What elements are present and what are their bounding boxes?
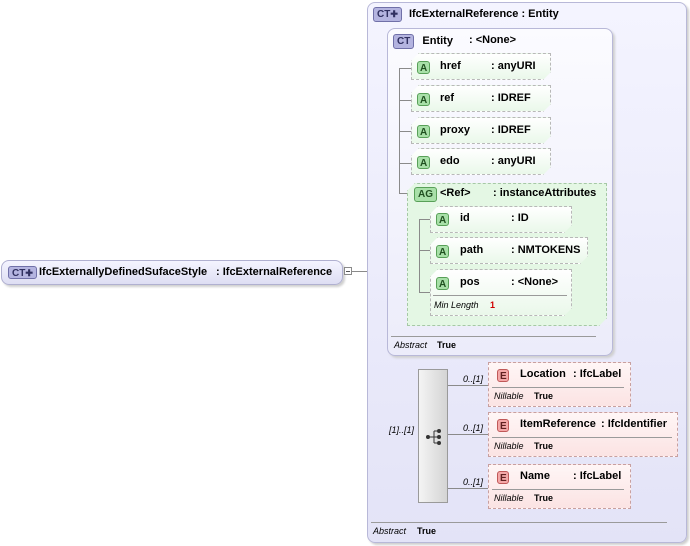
attribute-proxy: A proxy : IDREF	[411, 117, 551, 144]
entity-connector-group	[399, 193, 409, 194]
element-badge-icon: E	[497, 419, 509, 432]
facet-value: 1	[490, 300, 496, 310]
attribute-name: proxy	[440, 124, 470, 136]
entity-abstract-label: Abstract	[394, 340, 428, 350]
complex-type-badge-icon: CT✚	[373, 7, 402, 22]
main-complex-type[interactable]: CT✚ IfcExternallyDefinedSufaceStyle : If…	[1, 260, 343, 285]
attribute-group-header: AG <Ref> : instanceAttributes	[414, 187, 596, 202]
attribute-name: id	[460, 212, 470, 224]
sequence-icon	[426, 429, 441, 445]
element-name: Location	[520, 368, 566, 380]
attribute-badge-icon: A	[417, 156, 430, 169]
attribute-ref: A ref : IDREF	[411, 85, 551, 112]
nillable-label: Nillable	[494, 441, 524, 451]
attribute-type: : IDREF	[491, 92, 531, 104]
attribute-type: : anyURI	[491, 60, 536, 72]
element-divider	[492, 489, 624, 490]
entity-type-type: : <None>	[469, 34, 517, 46]
attribute-type: : anyURI	[491, 155, 536, 167]
main-type-name: IfcExternallyDefinedSufaceStyle	[39, 266, 208, 278]
element-badge-icon: E	[497, 369, 509, 382]
attribute-badge-icon: A	[417, 61, 430, 74]
attribute-href: A href : anyURI	[411, 53, 551, 80]
attribute-id: A id : ID	[430, 206, 572, 233]
attribute-edo: A edo : anyURI	[411, 148, 551, 175]
entity-connector-proxy	[399, 131, 411, 132]
group-connector-pos	[419, 292, 430, 293]
entity-type-name: Entity	[422, 35, 453, 47]
attribute-badge-icon: A	[417, 93, 430, 106]
attribute-group-type: : instanceAttributes	[493, 187, 597, 199]
nillable-value: True	[534, 493, 554, 503]
element-name: ItemReference	[520, 418, 596, 430]
attribute-name: href	[440, 60, 461, 72]
seq-connector-itemref	[448, 434, 488, 435]
element-location: E Location : IfcLabel Nillable True	[488, 362, 631, 407]
element-name: E Name : IfcLabel Nillable True	[488, 464, 631, 509]
attribute-type: : ID	[511, 212, 529, 224]
group-connector-id	[419, 219, 430, 220]
nillable-label: Nillable	[494, 493, 524, 503]
element-cardinality: 0..[1]	[463, 477, 484, 487]
attribute-path: A path : NMTOKENS	[430, 237, 588, 264]
entity-abstract-value: True	[437, 340, 457, 350]
complex-type-badge-icon: CT✚	[8, 266, 37, 279]
attribute-name: path	[460, 244, 484, 256]
attribute-name: pos	[460, 276, 480, 288]
base-type-abstract-value: True	[417, 526, 437, 536]
attribute-badge-icon: A	[436, 277, 449, 290]
element-type: : IfcLabel	[573, 470, 622, 482]
seq-connector-name	[448, 488, 488, 489]
seq-connector-location	[448, 385, 488, 386]
element-cardinality: 0..[1]	[463, 423, 484, 433]
facet-label: Min Length	[434, 300, 479, 310]
attribute-type: : NMTOKENS	[511, 244, 581, 256]
attribute-pos: A pos : <None> Min Length 1	[430, 269, 572, 316]
base-type-abstract-label: Abstract	[373, 526, 407, 536]
element-type: : IfcLabel	[573, 368, 622, 380]
entity-footer-divider	[391, 336, 596, 337]
base-type-footer-divider	[371, 522, 667, 523]
entity-connector-v	[399, 68, 400, 193]
attribute-badge-icon: A	[417, 125, 430, 138]
entity-type-header: CT Entity : <None>	[393, 34, 516, 49]
element-name: Name	[520, 470, 550, 482]
attribute-badge-icon: A	[436, 213, 449, 226]
expand-collapse-icon[interactable]	[344, 267, 352, 275]
nillable-value: True	[534, 391, 554, 401]
element-itemreference: E ItemReference : IfcIdentifier Nillable…	[488, 412, 678, 457]
main-type-base: : IfcExternalReference	[216, 266, 333, 278]
connector-main-h	[352, 271, 377, 272]
element-cardinality: 0..[1]	[463, 374, 484, 384]
base-type-title: IfcExternalReference : Entity	[408, 8, 559, 20]
element-divider	[492, 387, 624, 388]
attribute-group-badge-icon: AG	[414, 187, 437, 202]
sequence-compositor	[418, 369, 448, 503]
facet-divider	[433, 295, 567, 296]
attribute-name: edo	[440, 155, 460, 167]
entity-connector-href	[399, 68, 411, 69]
attribute-group-name: <Ref>	[440, 187, 471, 199]
entity-connector-edo	[399, 163, 411, 164]
sequence-cardinality: [1]..[1]	[389, 425, 415, 435]
attribute-type: : IDREF	[491, 124, 531, 136]
attribute-type: : <None>	[511, 276, 559, 288]
attribute-name: ref	[440, 92, 455, 104]
group-connector-v	[419, 219, 420, 292]
base-type-header: CT✚ IfcExternalReference : Entity	[373, 7, 559, 22]
group-connector-path	[419, 250, 430, 251]
attribute-badge-icon: A	[436, 245, 449, 258]
complex-type-badge-icon: CT	[393, 34, 415, 49]
element-type: : IfcIdentifier	[601, 418, 668, 430]
element-badge-icon: E	[497, 471, 509, 484]
nillable-label: Nillable	[494, 391, 524, 401]
entity-connector-ref	[399, 100, 411, 101]
element-divider	[492, 437, 672, 438]
nillable-value: True	[534, 441, 554, 451]
